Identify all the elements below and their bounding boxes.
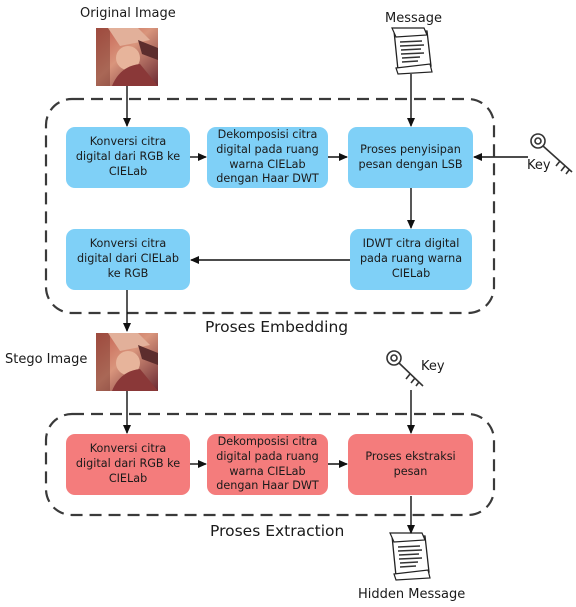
embed-idwt-box: IDWT citra digital pada ruang warna CIEL…: [350, 229, 472, 290]
message-label: Message: [385, 11, 442, 26]
extraction-title: Proses Extraction: [210, 522, 345, 540]
embedding-title: Proses Embedding: [205, 318, 349, 336]
extract-message-box: Proses ekstraksi pesan: [348, 434, 473, 495]
hidden-message-label: Hidden Message: [358, 587, 466, 602]
stego-image-photo-icon: [96, 333, 158, 391]
original-image-photo-icon: [96, 28, 158, 86]
extract-convert-rgb-cielab-box: Konversi citra digital dari RGB ke CIELa…: [66, 434, 190, 495]
embed-haar-dwt-box: Dekomposisi citra digital pada ruang war…: [207, 127, 328, 188]
embed-lsb-insertion-box: Proses penyisipan pesan dengan LSB: [348, 127, 473, 188]
hidden-message-document-icon: [389, 532, 431, 581]
extraction-key-label: Key: [421, 359, 445, 374]
extraction-key-icon: [386, 350, 424, 387]
embed-convert-cielab-rgb-box: Konversi citra digital dari CIELab ke RG…: [66, 229, 190, 290]
original-image-label: Original Image: [80, 6, 176, 21]
embedding-key-icon: [530, 133, 573, 175]
embed-convert-rgb-cielab-box: Konversi citra digital dari RGB ke CIELa…: [66, 127, 190, 188]
stego-image-label: Stego Image: [5, 352, 88, 367]
extract-haar-dwt-box: Dekomposisi citra digital pada ruang war…: [207, 434, 328, 495]
embedding-frame: [44, 97, 496, 315]
embedding-key-label: Key: [527, 158, 551, 173]
message-document-icon: [391, 27, 433, 75]
extraction-frame: [44, 412, 496, 517]
